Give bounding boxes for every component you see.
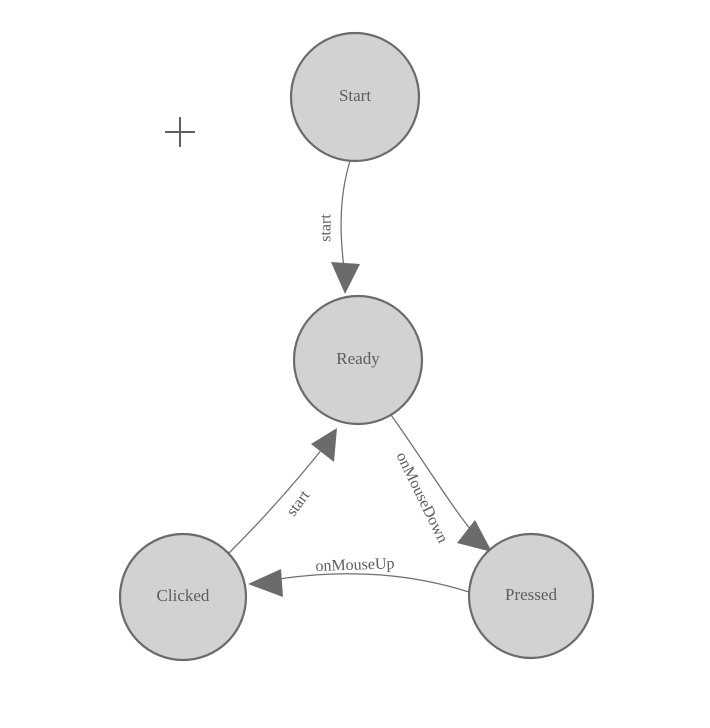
node-shape[interactable] bbox=[467, 532, 595, 660]
edge-line[interactable] bbox=[265, 573, 470, 593]
edge-line[interactable] bbox=[390, 414, 479, 540]
arrowhead-icon bbox=[457, 520, 492, 552]
edge-layer bbox=[228, 160, 492, 597]
node-ready[interactable]: Ready bbox=[292, 294, 424, 426]
edge-label-clicked-start: start bbox=[283, 487, 313, 520]
node-shape[interactable] bbox=[292, 294, 424, 426]
node-layer: Start Ready Clicked Pressed bbox=[118, 31, 595, 662]
arrowhead-icon bbox=[331, 262, 360, 294]
node-label: Clicked bbox=[157, 586, 210, 605]
node-label: Pressed bbox=[505, 585, 557, 604]
edge-clicked-to-ready[interactable] bbox=[228, 428, 337, 554]
node-shape[interactable] bbox=[289, 31, 421, 163]
edge-label-start-to-ready: start bbox=[318, 214, 335, 242]
edge-pressed-to-clicked[interactable] bbox=[248, 569, 470, 597]
edge-label-on-mouse-down: onMouseDown bbox=[392, 450, 451, 546]
crosshair-icon bbox=[165, 117, 195, 147]
edge-label-on-mouse-up: onMouseUp bbox=[315, 555, 395, 575]
node-pressed[interactable]: Pressed bbox=[467, 532, 595, 660]
edge-start-to-ready[interactable] bbox=[331, 160, 360, 294]
edge-line[interactable] bbox=[228, 442, 328, 554]
edge-line[interactable] bbox=[340, 160, 351, 277]
edge-ready-to-pressed[interactable] bbox=[390, 414, 492, 552]
node-label: Ready bbox=[336, 349, 380, 368]
arrowhead-icon bbox=[248, 569, 283, 597]
node-label: Start bbox=[339, 86, 371, 105]
arrowhead-icon bbox=[311, 428, 337, 462]
node-clicked[interactable]: Clicked bbox=[118, 532, 248, 662]
node-shape[interactable] bbox=[118, 532, 248, 662]
node-start[interactable]: Start bbox=[289, 31, 421, 163]
